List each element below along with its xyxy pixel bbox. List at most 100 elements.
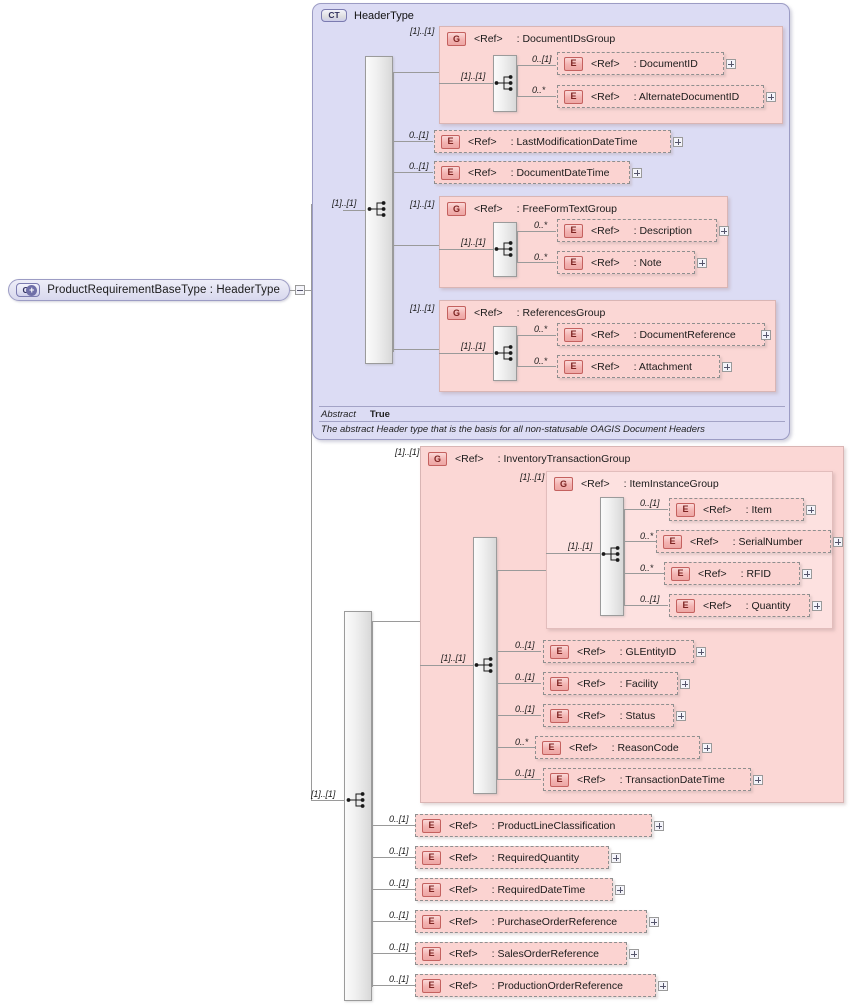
line-to-requireddatetime xyxy=(372,889,416,890)
root-collapse-icon[interactable] xyxy=(295,285,305,295)
element-name-attachment: : Attachment xyxy=(633,360,692,373)
occurrence-alternatedocumentid: 0..* xyxy=(532,85,546,95)
element-box-requireddatetime[interactable]: E <Ref> : RequiredDateTime xyxy=(415,878,613,901)
occurrence-item: 0..[1] xyxy=(640,498,660,508)
fan-outer-sequence xyxy=(372,621,373,987)
expand-icon-rfid[interactable] xyxy=(802,569,812,579)
element-box-documentid[interactable]: E <Ref> : DocumentID xyxy=(557,52,724,75)
element-badge-icon: E xyxy=(422,978,441,993)
element-name-productionorderreference: : ProductionOrderReference xyxy=(491,979,623,992)
line-to-alternatedocumentid xyxy=(517,96,556,97)
expand-icon-documentreference[interactable] xyxy=(761,330,771,340)
line-seq-itg-in xyxy=(420,665,473,666)
sequence-compositor-iteminstancegroup[interactable] xyxy=(600,497,624,616)
element-box-rfid[interactable]: E <Ref> : RFID xyxy=(664,562,800,585)
expand-icon-lastmodificationdatetime[interactable] xyxy=(673,137,683,147)
expand-icon-purchaseorderreference[interactable] xyxy=(649,917,659,927)
element-box-productionorderreference[interactable]: E <Ref> : ProductionOrderReference xyxy=(415,974,656,997)
element-box-documentreference[interactable]: E <Ref> : DocumentReference xyxy=(557,323,765,346)
element-badge-icon: E xyxy=(564,89,583,104)
line-seq-freeform-in xyxy=(439,249,493,250)
element-box-salesorderreference[interactable]: E <Ref> : SalesOrderReference xyxy=(415,942,627,965)
expand-icon-alternatedocumentid[interactable] xyxy=(766,92,776,102)
expand-icon-reasoncode[interactable] xyxy=(702,743,712,753)
occurrence-rfid: 0..* xyxy=(640,563,654,573)
occurrence-documentdatetime: 0..[1] xyxy=(409,161,429,171)
element-box-reasoncode[interactable]: E <Ref> : ReasonCode xyxy=(535,736,700,759)
occurrence-glentityid: 0..[1] xyxy=(515,640,535,650)
line-to-serialnumber xyxy=(624,541,668,542)
expand-icon-attachment[interactable] xyxy=(722,362,732,372)
element-box-quantity[interactable]: E <Ref> : Quantity xyxy=(669,594,810,617)
element-box-serialnumber[interactable]: E <Ref> : SerialNumber xyxy=(656,530,831,553)
element-ref-label: <Ref> xyxy=(591,90,620,103)
occurrence-inventorytransactiongroup: [1]..[1] xyxy=(395,447,420,457)
element-box-status[interactable]: E <Ref> : Status xyxy=(543,704,674,727)
element-name-salesorderreference: : SalesOrderReference xyxy=(491,947,599,960)
element-name-status: : Status xyxy=(619,709,656,722)
occurrence-salesorderreference: 0..[1] xyxy=(389,942,409,952)
expand-icon-note[interactable] xyxy=(697,258,707,268)
root-node-product-requirement-base-type[interactable]: CT+ ProductRequirementBaseType : HeaderT… xyxy=(8,279,290,301)
occurrence-status: 0..[1] xyxy=(515,704,535,714)
element-box-lastmodificationdatetime[interactable]: E <Ref> : LastModificationDateTime xyxy=(434,130,671,153)
expand-icon-glentityid[interactable] xyxy=(696,647,706,657)
element-name-purchaseorderreference: : PurchaseOrderReference xyxy=(491,915,618,928)
occurrence-outer-sequence: [1]..[1] xyxy=(311,789,336,799)
group-header-documentidsgroup: G <Ref> : DocumentIDsGroup xyxy=(447,32,615,46)
element-box-productlineclassification[interactable]: E <Ref> : ProductLineClassification xyxy=(415,814,652,837)
group-name-freeformtextgroup: : FreeFormTextGroup xyxy=(516,203,617,215)
element-box-requiredquantity[interactable]: E <Ref> : RequiredQuantity xyxy=(415,846,609,869)
fan-freeformtextgroup xyxy=(517,231,518,262)
element-badge-icon: E xyxy=(550,708,569,723)
element-box-item[interactable]: E <Ref> : Item xyxy=(669,498,804,521)
expand-icon-serialnumber[interactable] xyxy=(833,537,843,547)
expand-icon-quantity[interactable] xyxy=(812,601,822,611)
group-header-iteminstancegroup: G <Ref> : ItemInstanceGroup xyxy=(554,477,719,491)
line-seq-iig-in xyxy=(546,553,600,554)
expand-icon-requireddatetime[interactable] xyxy=(615,885,625,895)
occurrence-referencesgroup: [1]..[1] xyxy=(410,303,435,313)
complextype-badge-icon: CT xyxy=(321,9,347,22)
group-ref-label: <Ref> xyxy=(455,453,484,465)
expand-icon-facility[interactable] xyxy=(680,679,690,689)
element-box-attachment[interactable]: E <Ref> : Attachment xyxy=(557,355,720,378)
sequence-compositor-outer[interactable] xyxy=(344,611,372,1001)
root-connector-line-2 xyxy=(305,290,311,291)
line-to-item xyxy=(624,509,668,510)
element-box-purchaseorderreference[interactable]: E <Ref> : PurchaseOrderReference xyxy=(415,910,647,933)
element-name-facility: : Facility xyxy=(619,677,659,690)
line-to-status xyxy=(497,715,541,716)
element-ref-label: <Ref> xyxy=(569,741,598,754)
element-badge-icon: E xyxy=(564,223,583,238)
expand-icon-item[interactable] xyxy=(806,505,816,515)
element-box-documentdatetime[interactable]: E <Ref> : DocumentDateTime xyxy=(434,161,630,184)
element-box-facility[interactable]: E <Ref> : Facility xyxy=(543,672,678,695)
element-box-note[interactable]: E <Ref> : Note xyxy=(557,251,695,274)
element-box-description[interactable]: E <Ref> : Description xyxy=(557,219,717,242)
element-box-glentityid[interactable]: E <Ref> : GLEntityID xyxy=(543,640,694,663)
expand-icon-productlineclassification[interactable] xyxy=(654,821,664,831)
expand-icon-documentid[interactable] xyxy=(726,59,736,69)
line-seq-headertype-in xyxy=(343,210,365,211)
element-box-transactiondatetime[interactable]: E <Ref> : TransactionDateTime xyxy=(543,768,751,791)
expand-icon-transactiondatetime[interactable] xyxy=(753,775,763,785)
expand-icon-requiredquantity[interactable] xyxy=(611,853,621,863)
expand-icon-productionorderreference[interactable] xyxy=(658,981,668,991)
element-name-documentreference: : DocumentReference xyxy=(633,328,736,341)
expand-icon-status[interactable] xyxy=(676,711,686,721)
element-ref-label: <Ref> xyxy=(468,135,497,148)
fan-referencesgroup xyxy=(517,335,518,366)
element-badge-icon: E xyxy=(663,534,682,549)
expand-icon-description[interactable] xyxy=(719,226,729,236)
sequence-icon xyxy=(474,657,493,673)
element-ref-label: <Ref> xyxy=(591,57,620,70)
line-to-productionorderreference xyxy=(372,985,416,986)
element-ref-label: <Ref> xyxy=(690,535,719,548)
expand-icon-salesorderreference[interactable] xyxy=(629,949,639,959)
fan-headertype xyxy=(393,72,394,352)
element-box-alternatedocumentid[interactable]: E <Ref> : AlternateDocumentID xyxy=(557,85,764,108)
expand-icon-documentdatetime[interactable] xyxy=(632,168,642,178)
element-ref-label: <Ref> xyxy=(577,709,606,722)
